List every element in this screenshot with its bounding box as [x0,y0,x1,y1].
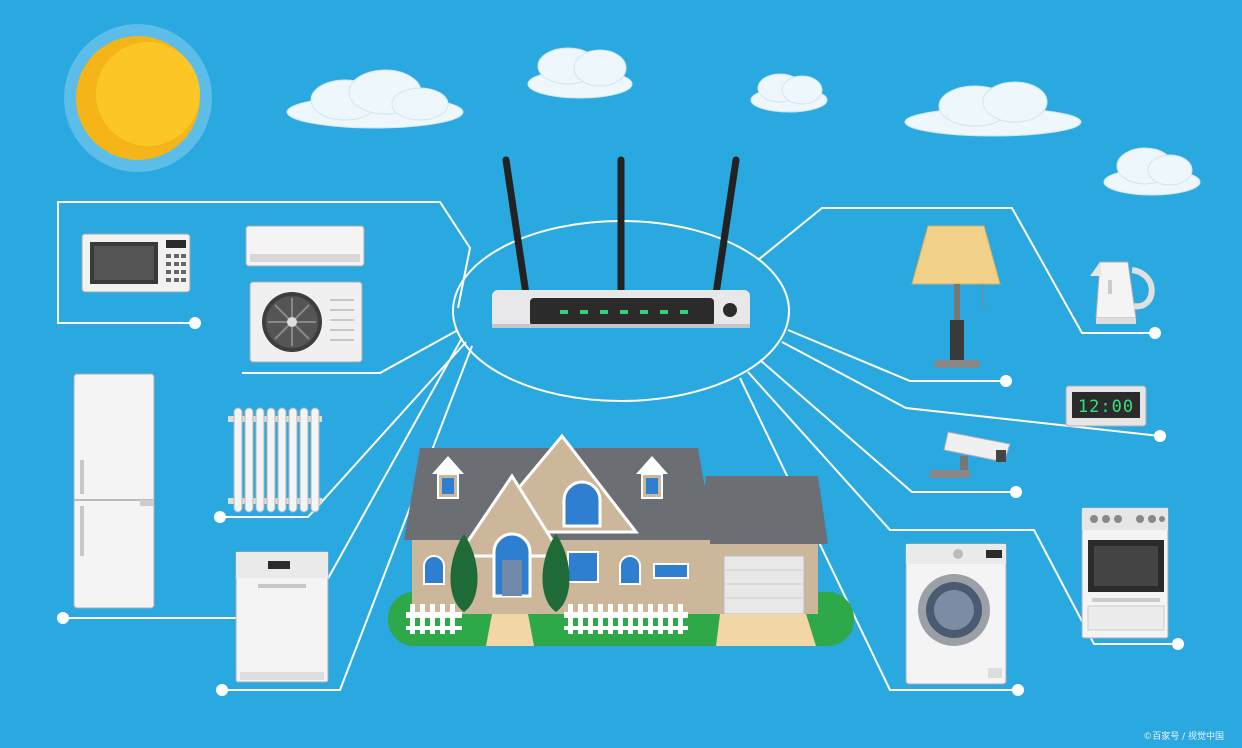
wifi-router-icon [492,156,750,328]
air-conditioner-outdoor-unit-icon [249,281,363,363]
camera-icon [930,431,1011,478]
house-icon [388,433,854,646]
radiator-icon [228,407,322,513]
connector-radiator [220,341,467,518]
endpoint-dot [214,511,226,523]
connector-endpoints [57,317,1184,696]
lamp-icon [911,225,1001,368]
endpoint-dot [1000,375,1012,387]
endpoint-dot [1172,638,1184,650]
endpoint-dot [189,317,201,329]
sun-icon [64,24,212,172]
connector-kettle [757,207,1155,334]
connector-clock [781,341,1161,437]
endpoint-dot [57,612,69,624]
cloud-icon [904,81,1082,137]
oven-icon [1081,507,1169,639]
connector-microwave [57,201,472,324]
refrigerator-icon [73,373,155,609]
washing-machine-icon [905,543,1007,685]
clock-icon: 12:00 [1065,385,1147,427]
endpoint-dot [1012,684,1024,696]
cloud-icon [527,47,633,99]
dishwasher-icon [235,551,329,683]
connector-oven [747,371,1178,645]
air-conditioner-icon [245,225,365,267]
endpoint-dot [1010,486,1022,498]
connector-lamp [787,329,1006,382]
cloud-icon [1103,147,1201,196]
connector-lines [57,201,1178,691]
endpoint-dot [1154,430,1166,442]
clock-time: 12:00 [1078,397,1134,417]
cloud-icon [750,73,828,113]
cloud-icon [286,69,464,129]
connector-camera [759,359,1016,493]
watermark-text: ©百家号 / 视觉中国 [1143,732,1224,742]
connector-air-conditioner [242,329,459,374]
endpoint-dot [1149,327,1161,339]
microwave-icon [81,233,191,293]
endpoint-dot [216,684,228,696]
kettle-icon [1090,261,1155,324]
